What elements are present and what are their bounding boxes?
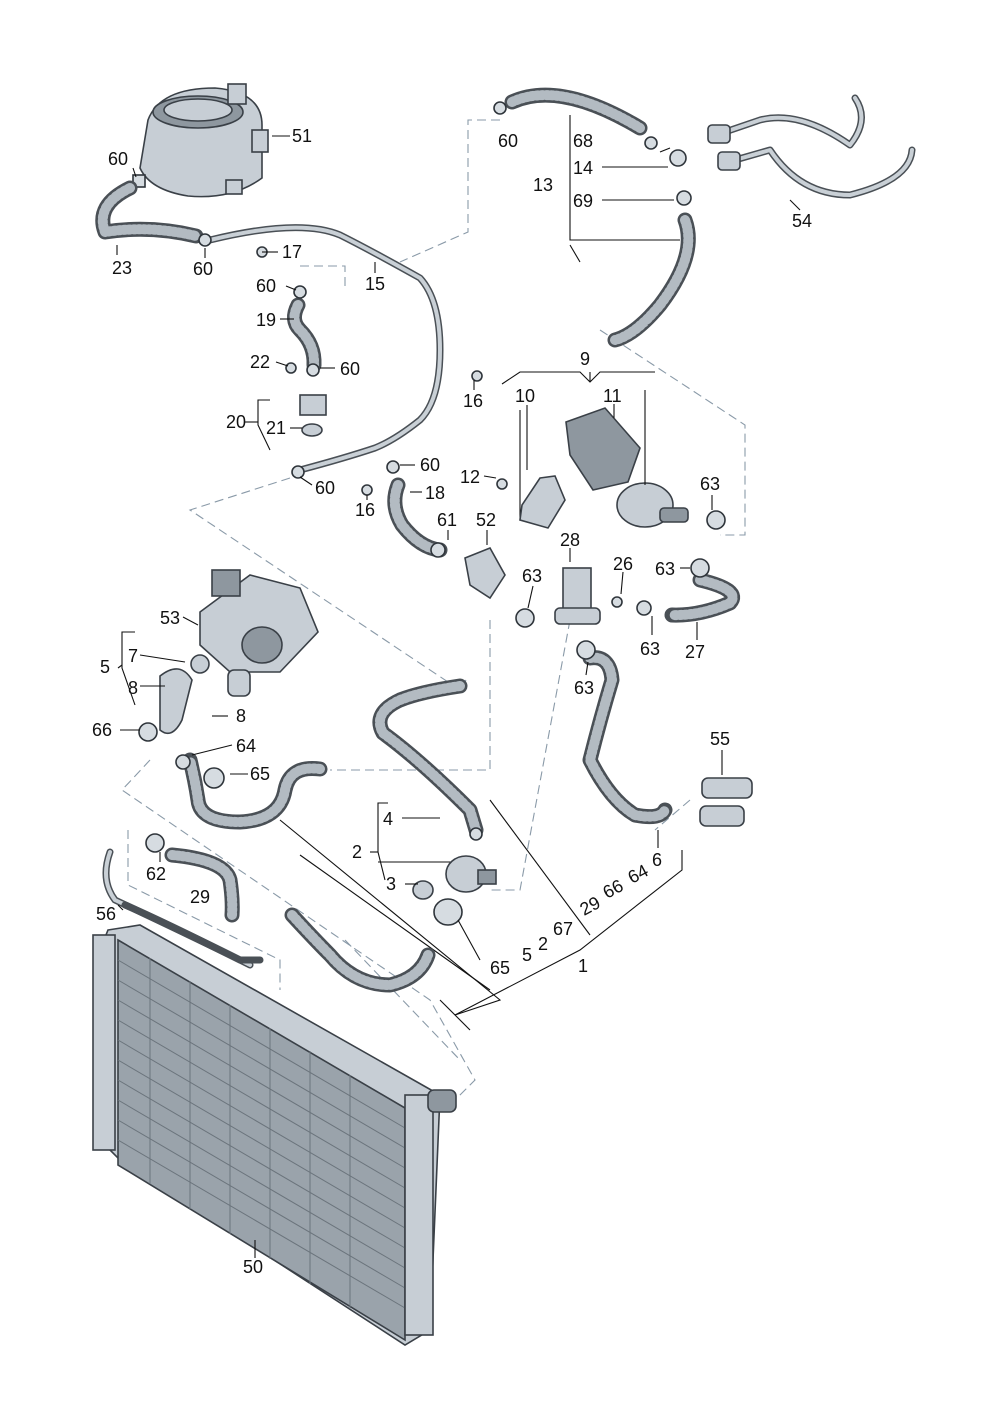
label-4: 4 [383, 809, 393, 829]
label-60-hose18: 60 [420, 455, 440, 475]
label-66-right: 66 [599, 875, 626, 902]
label-69: 69 [573, 191, 593, 211]
label-56: 56 [96, 904, 116, 924]
label-6: 6 [652, 850, 662, 870]
label-63-valve-right: 63 [640, 639, 660, 659]
label-68: 68 [573, 131, 593, 151]
solid-grouping-lines [279, 115, 683, 1031]
expansion-tank [132, 83, 269, 198]
label-60-hose19-bottom: 60 [340, 359, 360, 379]
label-63-pump: 63 [700, 474, 720, 494]
label-8-right: 8 [236, 706, 246, 726]
label-5-left: 5 [100, 657, 110, 677]
label-64-left: 64 [236, 736, 256, 756]
label-18: 18 [425, 483, 445, 503]
label-3: 3 [386, 874, 396, 894]
label-60-top-hose: 60 [498, 131, 518, 151]
label-2-left: 2 [352, 842, 362, 862]
label-26: 26 [613, 554, 633, 574]
label-66-left: 66 [92, 720, 112, 740]
label-14: 14 [573, 158, 593, 178]
label-51: 51 [292, 126, 312, 146]
components [121, 124, 753, 964]
label-55: 55 [710, 729, 730, 749]
label-8-left: 8 [128, 678, 138, 698]
label-60-pipe-end: 60 [315, 478, 335, 498]
label-29-left: 29 [190, 887, 210, 907]
leader-lines [116, 135, 801, 1258]
label-65-lower: 65 [490, 958, 510, 978]
label-15: 15 [365, 274, 385, 294]
hoses [95, 87, 741, 993]
label-11: 11 [603, 386, 622, 406]
label-53: 53 [160, 608, 180, 628]
label-1: 1 [578, 956, 588, 976]
label-16-left: 16 [355, 500, 375, 520]
label-54: 54 [792, 211, 812, 231]
label-16-right: 16 [463, 391, 483, 411]
label-13: 13 [533, 175, 553, 195]
label-65-upper: 65 [250, 764, 270, 784]
label-9: 9 [580, 349, 590, 369]
label-50: 50 [243, 1257, 263, 1277]
label-21: 21 [266, 418, 286, 438]
label-63-hose27: 63 [655, 559, 675, 579]
label-10: 10 [515, 386, 535, 406]
part-labels: 51 60 23 60 17 15 60 19 22 60 16 20 21 6… [92, 126, 812, 1277]
label-64-right: 64 [624, 860, 651, 887]
label-29-right: 29 [576, 892, 603, 919]
label-19: 19 [256, 310, 276, 330]
hose-clamps [138, 101, 726, 853]
label-67: 67 [553, 919, 573, 939]
radiator [92, 924, 457, 1346]
label-22: 22 [250, 352, 270, 372]
label-52: 52 [476, 510, 496, 530]
label-63-valve-left: 63 [522, 566, 542, 586]
label-60-hose19: 60 [256, 276, 276, 296]
label-27: 27 [685, 642, 705, 662]
label-5-right: 5 [522, 945, 532, 965]
label-23: 23 [112, 258, 132, 278]
label-60-tank: 60 [108, 149, 128, 169]
label-12: 12 [460, 467, 480, 487]
label-62: 62 [146, 864, 166, 884]
label-17: 17 [282, 242, 302, 262]
label-20: 20 [226, 412, 246, 432]
label-60-left-pipe: 60 [193, 259, 213, 279]
label-2-right: 2 [538, 934, 548, 954]
label-63-hose6: 63 [574, 678, 594, 698]
label-28: 28 [560, 530, 580, 550]
label-61: 61 [437, 510, 457, 530]
label-7: 7 [128, 646, 138, 666]
